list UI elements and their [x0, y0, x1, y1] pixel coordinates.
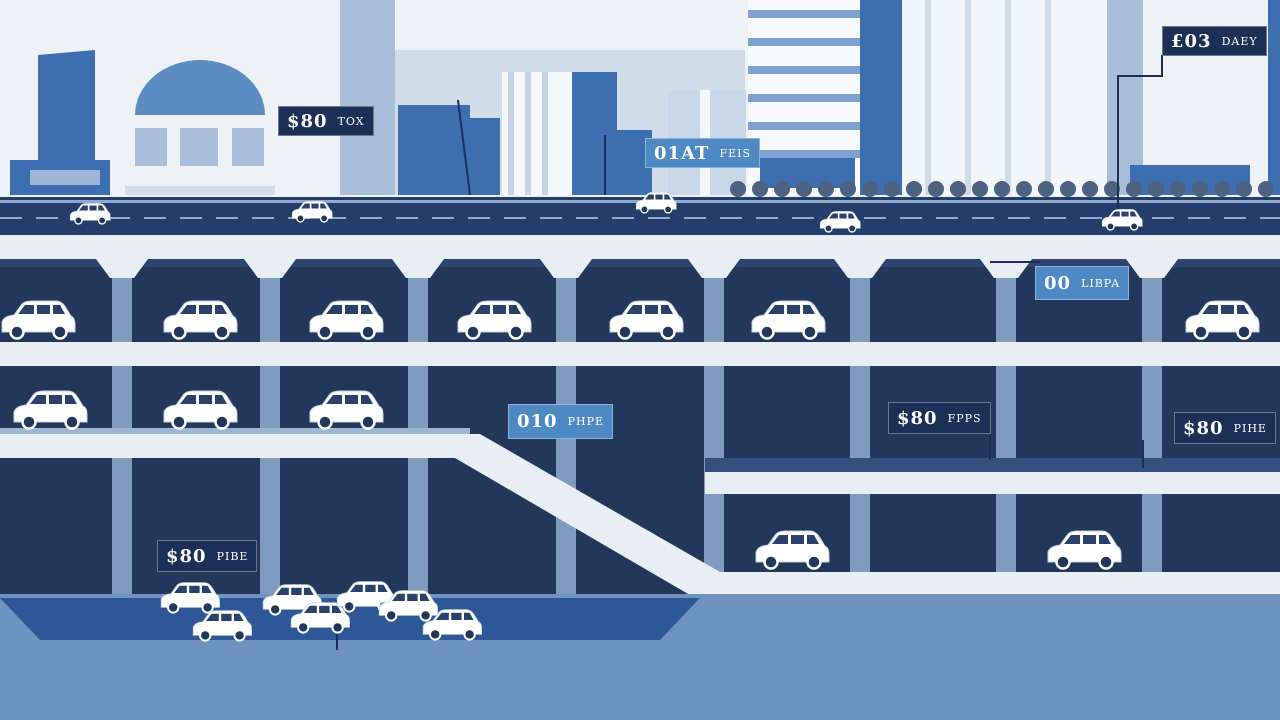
label-number: £03 — [1171, 30, 1212, 52]
car — [336, 581, 397, 613]
car — [378, 590, 439, 622]
tree — [1126, 181, 1142, 197]
tree — [1104, 181, 1120, 197]
dome — [135, 60, 265, 115]
tree — [840, 181, 856, 197]
tree — [950, 181, 966, 197]
label-unit: TOX — [337, 114, 365, 128]
car — [13, 390, 88, 430]
info-label: £03 DAEY — [1162, 26, 1267, 56]
pillar-capital — [834, 259, 886, 278]
pillar — [704, 262, 724, 594]
car — [309, 390, 384, 430]
tree — [1016, 181, 1032, 197]
tree — [906, 181, 922, 197]
tree — [928, 181, 944, 197]
info-label: 01AT FEIS — [645, 138, 760, 168]
car — [457, 300, 532, 340]
label-unit: FEIS — [719, 146, 751, 160]
tree — [730, 181, 746, 197]
car — [291, 201, 333, 223]
label-connectors — [336, 55, 1163, 650]
info-label: $80 TOX — [278, 106, 374, 136]
tree — [862, 181, 878, 197]
car — [163, 300, 238, 340]
tree — [1258, 181, 1274, 197]
pillar-capital — [688, 259, 740, 278]
tree — [1214, 181, 1230, 197]
tree — [972, 181, 988, 197]
tree — [796, 181, 812, 197]
pillar-capital — [540, 259, 592, 278]
car — [1, 300, 76, 340]
pillar-capital — [96, 259, 148, 278]
info-label: $80 PIBE — [157, 540, 258, 572]
tree — [818, 181, 834, 197]
car — [1047, 530, 1122, 570]
label-unit: DAEY — [1221, 34, 1258, 48]
level-slabs — [0, 342, 1280, 598]
car — [192, 610, 253, 642]
info-label: 010 PHPE — [508, 404, 614, 439]
label-unit: FPPS — [947, 411, 982, 425]
tree — [994, 181, 1010, 197]
label-number: 01AT — [654, 142, 710, 164]
label-number: 010 — [517, 411, 558, 432]
info-label: $80 PIHE — [1174, 412, 1276, 444]
label-number: $80 — [1183, 417, 1224, 439]
tree — [1148, 181, 1164, 197]
car — [1185, 300, 1260, 340]
pillar — [996, 262, 1016, 594]
label-number: 00 — [1044, 272, 1072, 294]
car — [609, 300, 684, 340]
road-deck-slab — [0, 235, 1280, 259]
tree-row — [730, 181, 1274, 197]
info-label: 00 LIBPA — [1035, 266, 1130, 300]
tree — [1082, 181, 1098, 197]
label-unit: LIBPA — [1081, 276, 1121, 290]
car — [69, 203, 111, 225]
pillar — [1142, 262, 1162, 594]
tree — [1060, 181, 1076, 197]
car — [751, 300, 826, 340]
tree — [1170, 181, 1186, 197]
label-unit: PHPE — [567, 415, 605, 428]
car — [635, 192, 677, 214]
pillar-capital — [392, 259, 444, 278]
tree — [1038, 181, 1054, 197]
label-number: $80 — [287, 110, 328, 132]
car — [819, 211, 861, 233]
info-label: $80 FPPS — [888, 402, 991, 434]
tree — [1236, 181, 1252, 197]
label-number: $80 — [166, 545, 207, 567]
car — [160, 582, 221, 614]
pillar-capital — [244, 259, 296, 278]
car — [290, 602, 351, 634]
car — [163, 390, 238, 430]
tree — [1192, 181, 1208, 197]
car — [755, 530, 830, 570]
tree — [752, 181, 768, 197]
label-number: $80 — [897, 407, 938, 429]
tree — [884, 181, 900, 197]
tree — [774, 181, 790, 197]
cars — [1, 192, 1260, 642]
pillar-capital — [1126, 259, 1178, 278]
pillar — [850, 262, 870, 594]
car — [1101, 209, 1143, 231]
car — [309, 300, 384, 340]
car — [422, 609, 483, 641]
pillar-capital — [980, 259, 1032, 278]
label-unit: PIHE — [1233, 421, 1267, 435]
label-unit: PIBE — [216, 549, 249, 563]
